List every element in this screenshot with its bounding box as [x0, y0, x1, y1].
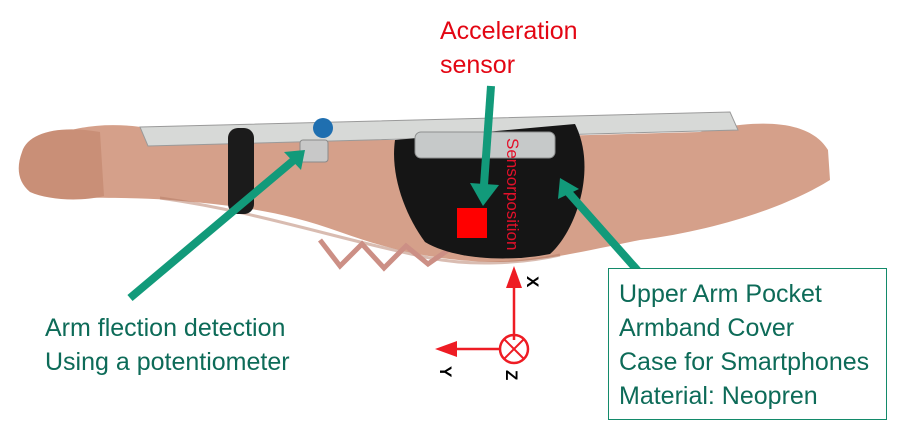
upper-arm-pocket-callout: Upper Arm Pocket Armband Cover Case for …	[608, 268, 887, 420]
axis-y-label: Y	[436, 366, 455, 378]
arm-flection-line-1: Arm flection detection	[45, 314, 286, 342]
pocket-line-2: Armband Cover	[619, 314, 795, 342]
tassels	[318, 238, 450, 272]
acceleration-sensor-marker	[457, 208, 487, 238]
pocket-print: Sensorposition	[503, 138, 522, 250]
forearm-strap	[228, 128, 254, 214]
acceleration-sensor-line-2: sensor	[440, 51, 516, 79]
axis-z-label: Z	[502, 370, 521, 380]
acceleration-sensor-line-1: Acceleration	[440, 17, 578, 45]
pocket-line-3: Case for Smartphones	[619, 348, 870, 376]
potentiometer-knob	[313, 118, 333, 138]
fist	[18, 129, 105, 200]
axis-x-label: X	[523, 276, 542, 288]
pocket-line-1: Upper Arm Pocket	[619, 280, 822, 308]
arrow-armband	[565, 189, 649, 283]
arrow-sensor	[480, 85, 495, 186]
coordinate-axes	[435, 266, 530, 365]
pocket-line-4: Material: Neopren	[619, 382, 818, 410]
metal-rail	[139, 111, 739, 147]
arm-flection-line-2: Using a potentiometer	[45, 348, 290, 376]
arrow-potentiometer	[127, 156, 297, 302]
